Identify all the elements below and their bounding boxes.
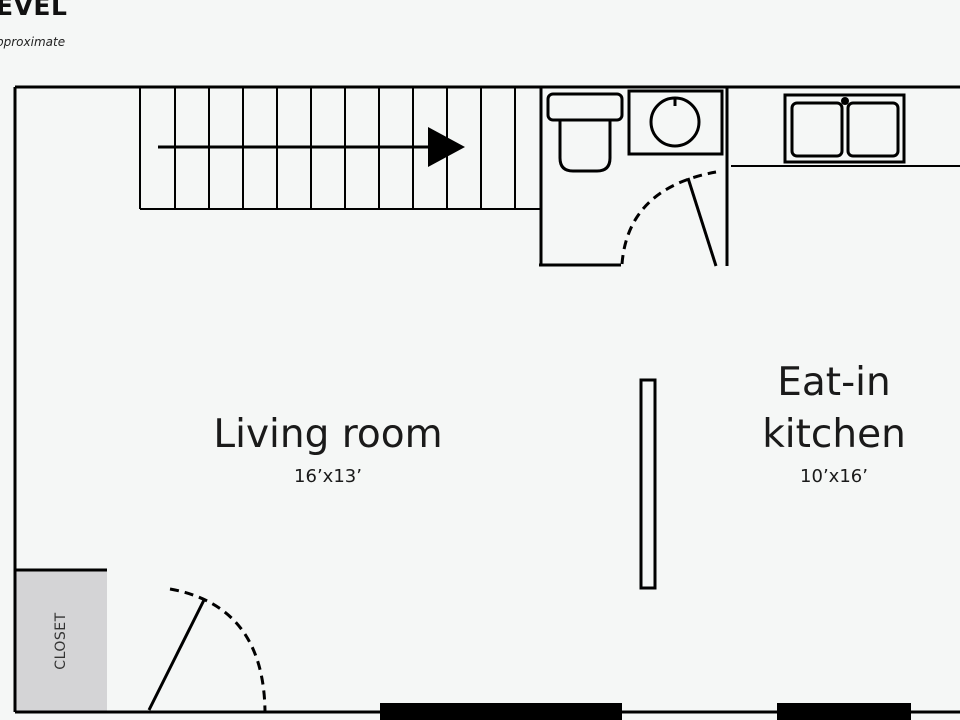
kitchen-faucet	[841, 97, 849, 105]
level-title: EVEL	[0, 0, 68, 21]
bathroom-door-swing	[620, 170, 717, 265]
bathroom-walls	[539, 87, 729, 267]
kitchen-name-line1: Eat-in	[777, 360, 891, 405]
bathroom-sink	[627, 89, 724, 156]
window-2	[777, 703, 911, 720]
window-1	[380, 703, 622, 720]
closet-area	[16, 570, 107, 712]
stair-arrowhead	[428, 127, 465, 167]
partition-wall	[639, 378, 657, 590]
kitchen-name-line2: kitchen	[762, 412, 906, 457]
living-room-dimensions: 16’x13’	[294, 466, 362, 487]
approximate-note: pproximate	[0, 35, 66, 49]
kitchen-dimensions: 10’x16’	[800, 466, 868, 487]
living-room-name: Living room	[213, 412, 443, 457]
entry-door	[147, 599, 206, 711]
entry-door-swing	[169, 587, 267, 713]
closet-label: CLOSET	[53, 612, 69, 670]
bathroom-door	[686, 177, 718, 267]
kitchen-sink	[783, 93, 906, 164]
toilet	[546, 92, 624, 173]
